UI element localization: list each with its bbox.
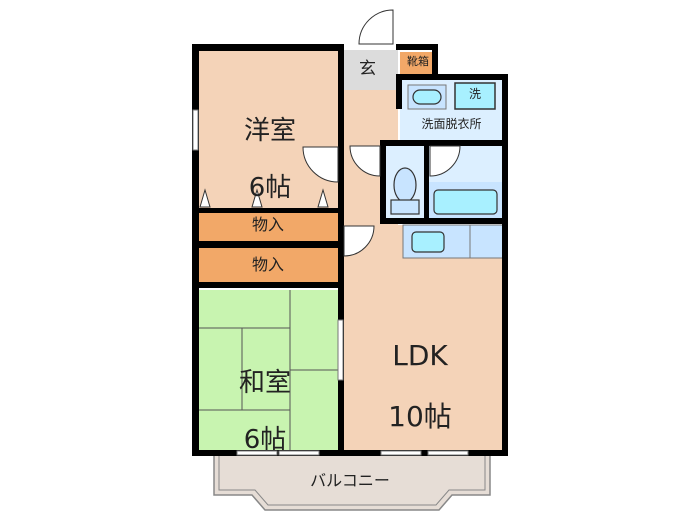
japanese-room-name: 和室: [238, 367, 291, 398]
storage-2-label: 物入: [251, 255, 284, 274]
japanese-room-label: 和室 6帖: [205, 340, 325, 454]
bathtub-icon: [433, 189, 498, 215]
walls: [192, 44, 508, 456]
balcony-label: バルコニー: [310, 471, 390, 490]
doors: [302, 9, 461, 257]
western-room-floor: [198, 50, 338, 208]
tatami-lines: [198, 290, 338, 450]
washbasin-icon: [412, 89, 442, 105]
western-room-size: 6帖: [248, 172, 292, 203]
storage-1-fill: [198, 212, 338, 242]
storage-1-label: 物入: [251, 215, 284, 234]
front-door-swing: [358, 9, 394, 45]
washer-label: 洗: [468, 87, 481, 101]
ldk-size: 10帖: [388, 400, 452, 434]
entrance-floor: [343, 50, 398, 90]
washer-icon: [454, 82, 496, 110]
western-room-label: 洋室 6帖: [205, 88, 335, 202]
balcony-shape: [213, 454, 491, 511]
ldk-label: LDK 10帖: [350, 310, 490, 433]
closet-doors: [199, 188, 329, 208]
shoe-box-label: 靴箱: [407, 55, 429, 68]
shoe-box-fill: [400, 52, 436, 76]
toilet-icon: [393, 167, 417, 203]
ldk-floor: [343, 225, 503, 450]
sink-icon: [411, 231, 445, 253]
windows: [192, 109, 469, 456]
ldk-name: LDK: [392, 338, 448, 372]
entrance-label: 玄: [359, 59, 376, 79]
japanese-room-size: 6帖: [243, 424, 287, 455]
western-room-name: 洋室: [243, 115, 296, 146]
washroom-label: 洗面脱衣所: [421, 117, 482, 131]
storage-2-fill: [198, 248, 338, 283]
